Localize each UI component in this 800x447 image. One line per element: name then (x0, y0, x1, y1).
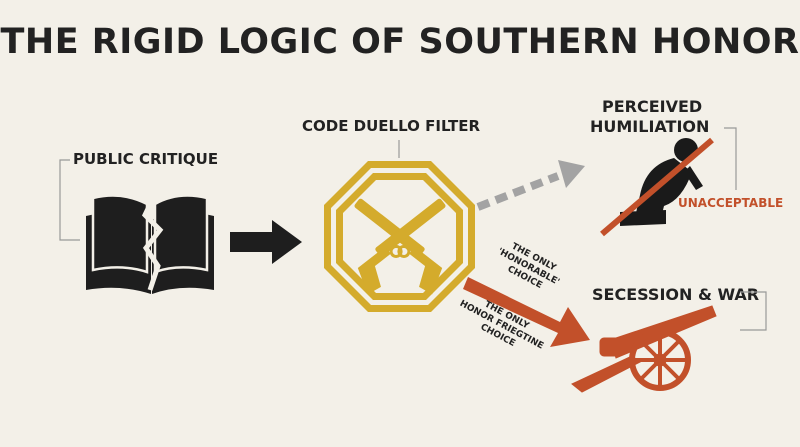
filter-label: CODE DUELLO FILTER (302, 117, 481, 135)
only-choice-arrow (463, 277, 590, 347)
crossed-pistols-icon (354, 198, 446, 295)
strike-through-line (600, 137, 714, 237)
humiliation-label-line2: HUMILIATION (590, 117, 710, 136)
war-label: SECESSION & WAR (592, 285, 760, 304)
critique-label: PUBLIC CRITIQUE (73, 150, 219, 168)
upper-arrow-caption: THE ONLY 'HONORABLE' CHOICE (491, 237, 569, 299)
war-bracket (740, 291, 767, 331)
humiliation-label-line1: PERCEIVED (602, 97, 703, 116)
page-title: THE RIGID LOGIC OF SOUTHERN HONOR (0, 22, 800, 62)
unacceptable-tag: UNACCEPTABLE (678, 196, 784, 210)
critique-to-filter-arrow (230, 220, 302, 264)
critique-bracket (59, 159, 80, 241)
rejected-path-arrow (476, 160, 585, 211)
broken-book-icon (86, 188, 214, 294)
humiliation-bracket (724, 127, 737, 190)
cannon-icon (571, 305, 717, 393)
